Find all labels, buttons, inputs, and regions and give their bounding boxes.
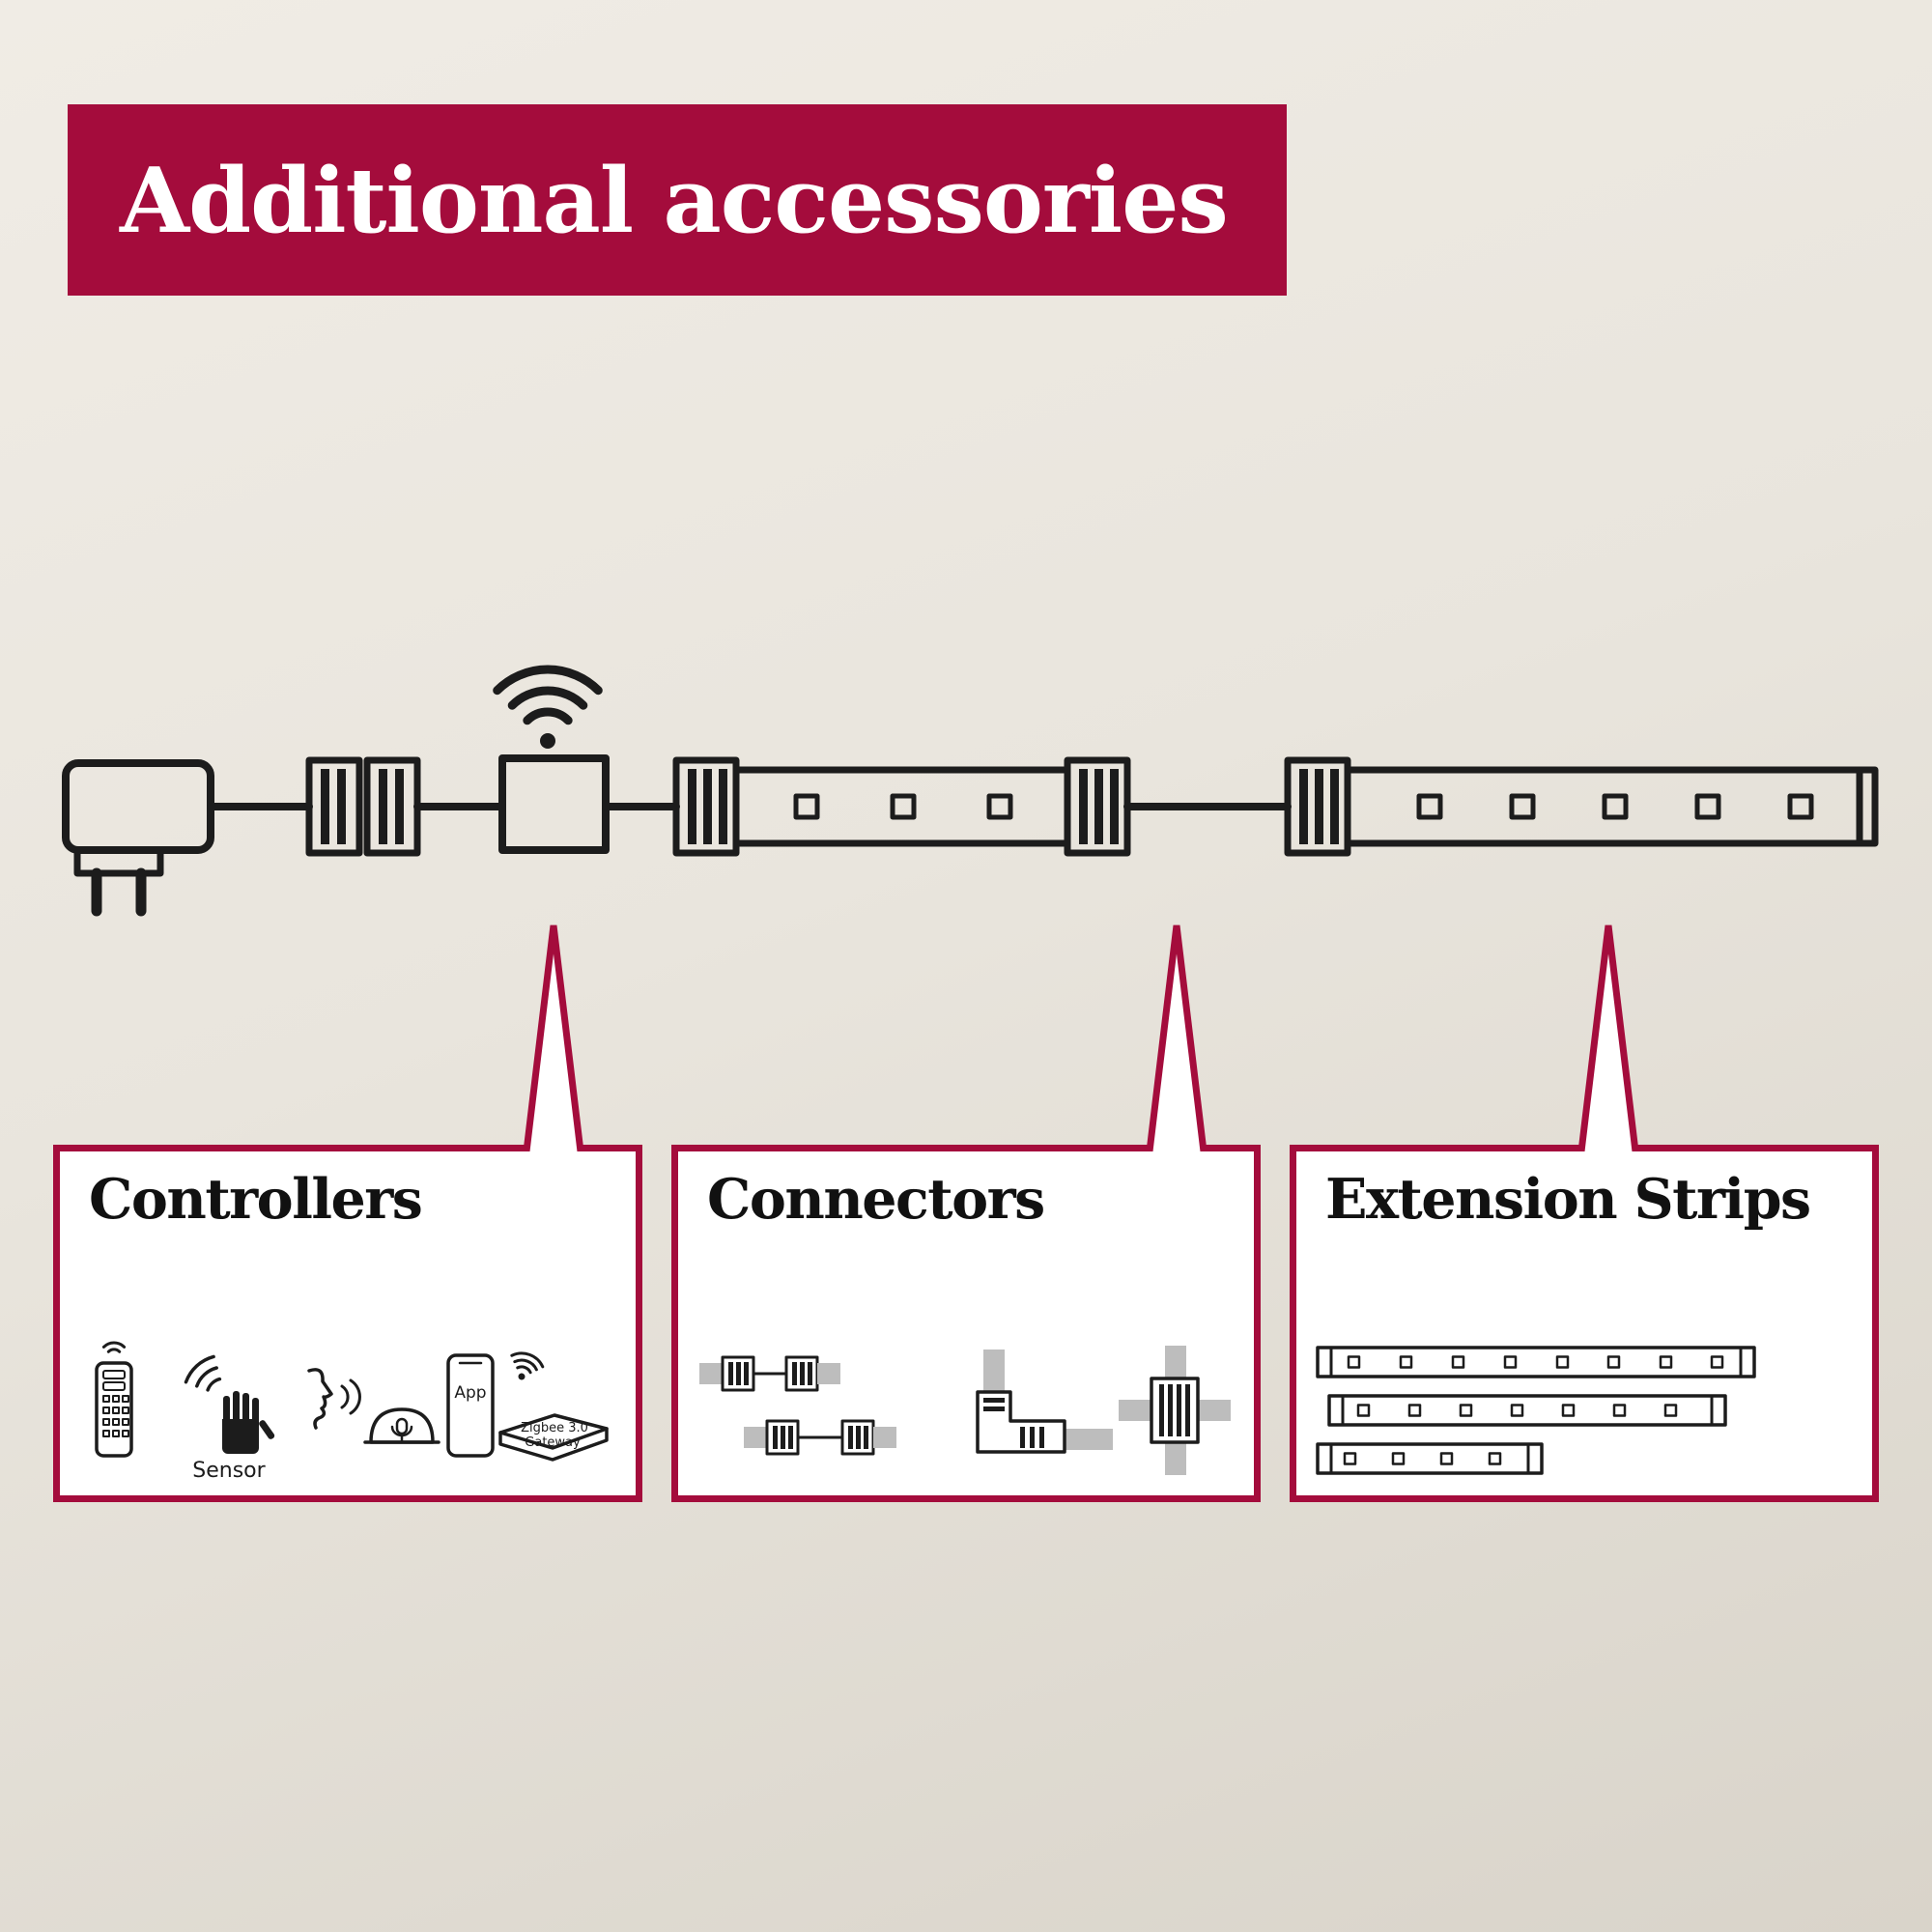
page-title: Additional accessories — [120, 147, 1229, 253]
schematic-diagram — [62, 665, 1879, 917]
strip-connector-icon — [305, 756, 421, 857]
motion-sensor-icon: Sensor — [184, 1354, 275, 1483]
power-adapter-icon — [62, 759, 214, 917]
extension-strip-short-icon — [1316, 1442, 1544, 1475]
callout-title: Connectors — [707, 1167, 1045, 1232]
extension-strips-icons — [1316, 1346, 1756, 1475]
remote-control-icon — [95, 1341, 133, 1458]
callout-extension-strips: Extension Strips — [1290, 1145, 1879, 1502]
callout-title: Controllers — [89, 1167, 423, 1232]
callout-pointer — [523, 924, 584, 1151]
extension-strip-long-icon — [1316, 1346, 1756, 1378]
sensor-label: Sensor — [192, 1459, 266, 1483]
controllers-icons: Sensor App Zigbee 3.0 Gatewa — [95, 1341, 609, 1483]
gateway-label-line2: Gateway — [525, 1435, 581, 1450]
corner-connector-icon — [976, 1350, 1113, 1454]
callout-title: Extension Strips — [1325, 1167, 1811, 1232]
connectors-icons — [699, 1346, 1231, 1475]
wifi-controller-icon — [493, 665, 610, 854]
gateway-label-line1: Zigbee 3.0 — [521, 1421, 588, 1435]
callout-controllers: Controllers Sensor — [53, 1145, 642, 1502]
led-strip-icon — [1284, 756, 1879, 857]
led-strip-icon — [672, 756, 1131, 857]
cable-connector-icon — [699, 1355, 896, 1456]
callout-pointer — [1577, 924, 1639, 1151]
callout-pointer — [1146, 924, 1208, 1151]
cross-connector-icon — [1119, 1346, 1231, 1475]
app-gateway-icon: App Zigbee 3.0 Gateway — [446, 1351, 609, 1462]
callout-connectors: Connectors — [671, 1145, 1261, 1502]
app-label: App — [454, 1383, 486, 1403]
voice-control-icon — [307, 1368, 440, 1444]
title-banner: Additional accessories — [68, 104, 1287, 296]
extension-strip-medium-icon — [1327, 1394, 1727, 1427]
